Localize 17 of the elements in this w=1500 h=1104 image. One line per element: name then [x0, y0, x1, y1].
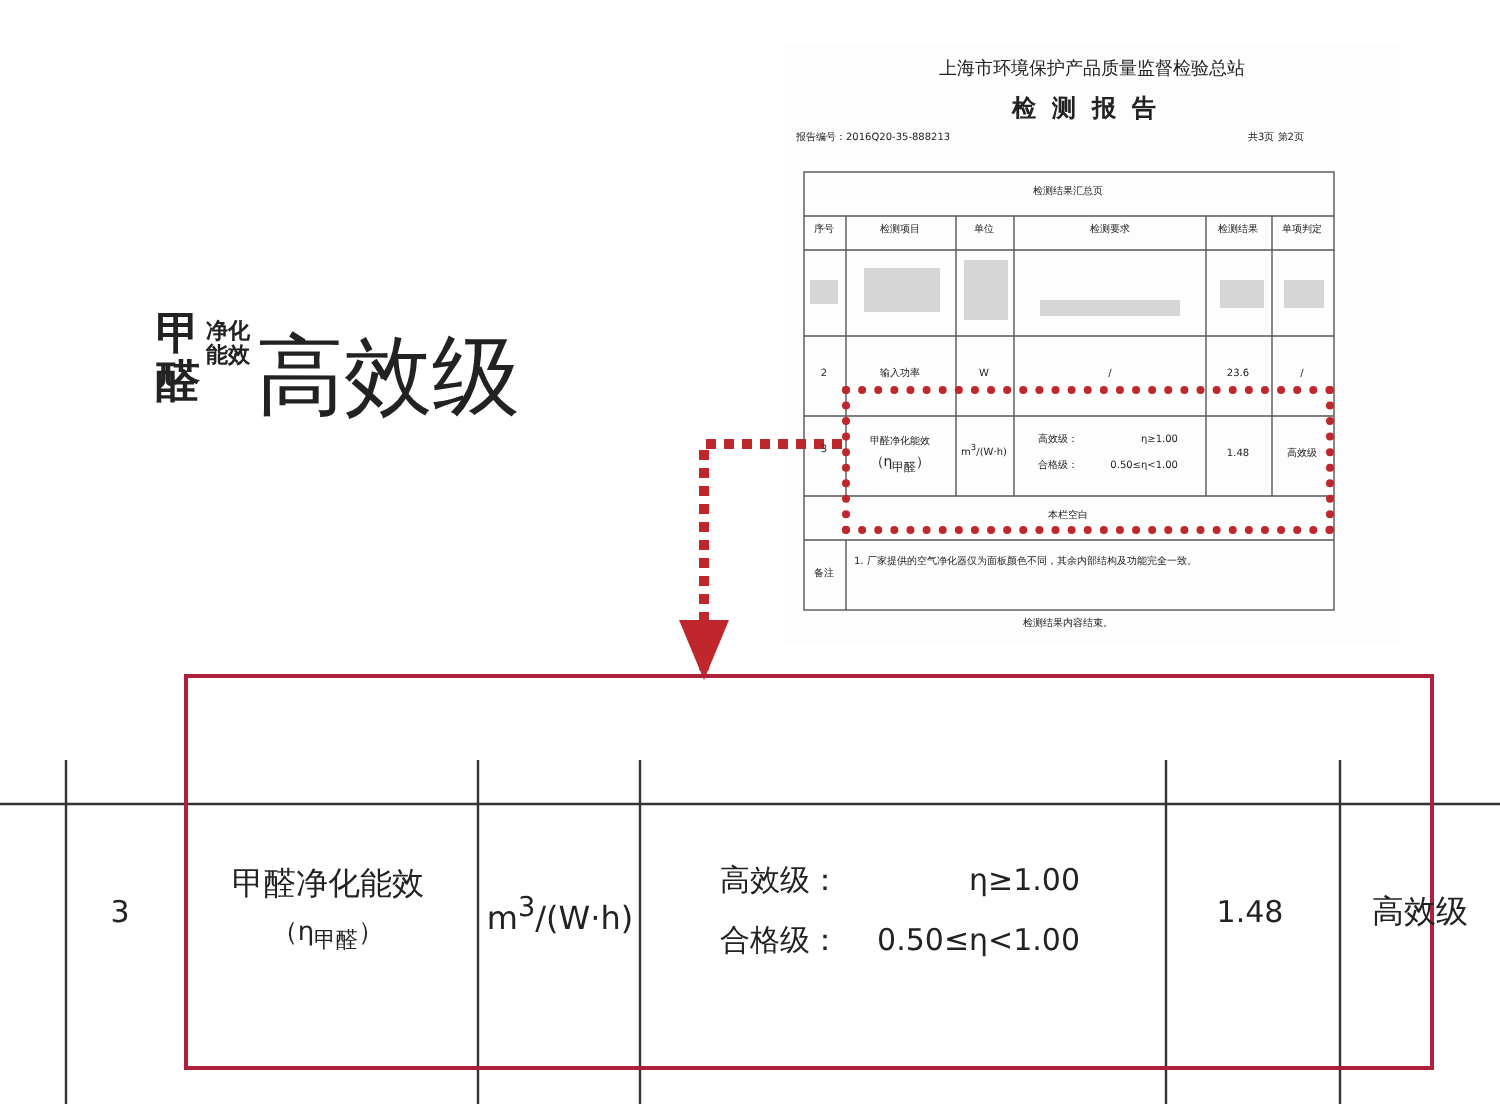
arrow — [679, 439, 842, 680]
table-text: 合格级： — [720, 923, 840, 957]
table-text: η≥1.00 — [969, 863, 1080, 897]
table-text: m$^{3}$/(W·h) — [486, 894, 634, 937]
table-text: 0.50≤η<1.00 — [877, 923, 1080, 957]
zoom-frame — [184, 674, 1434, 1070]
headline-text: 甲醛 — [156, 311, 202, 409]
table-text: （η$_{甲醛}$） — [271, 919, 385, 954]
table-text: 1.48 — [1216, 895, 1284, 929]
table-text: 3 — [110, 895, 130, 929]
headline-text: 高效级 — [256, 329, 520, 427]
report-title: 检测报告 — [1012, 96, 1172, 124]
report-header: 上海市环境保护产品质量监督检验总站 — [939, 62, 1245, 82]
dotted-highlight-box — [842, 386, 1334, 534]
table-text: 高效级： — [720, 863, 840, 897]
headline-text: 净化能效 — [206, 319, 252, 369]
table-text: 甲醛净化能效 — [232, 866, 424, 902]
